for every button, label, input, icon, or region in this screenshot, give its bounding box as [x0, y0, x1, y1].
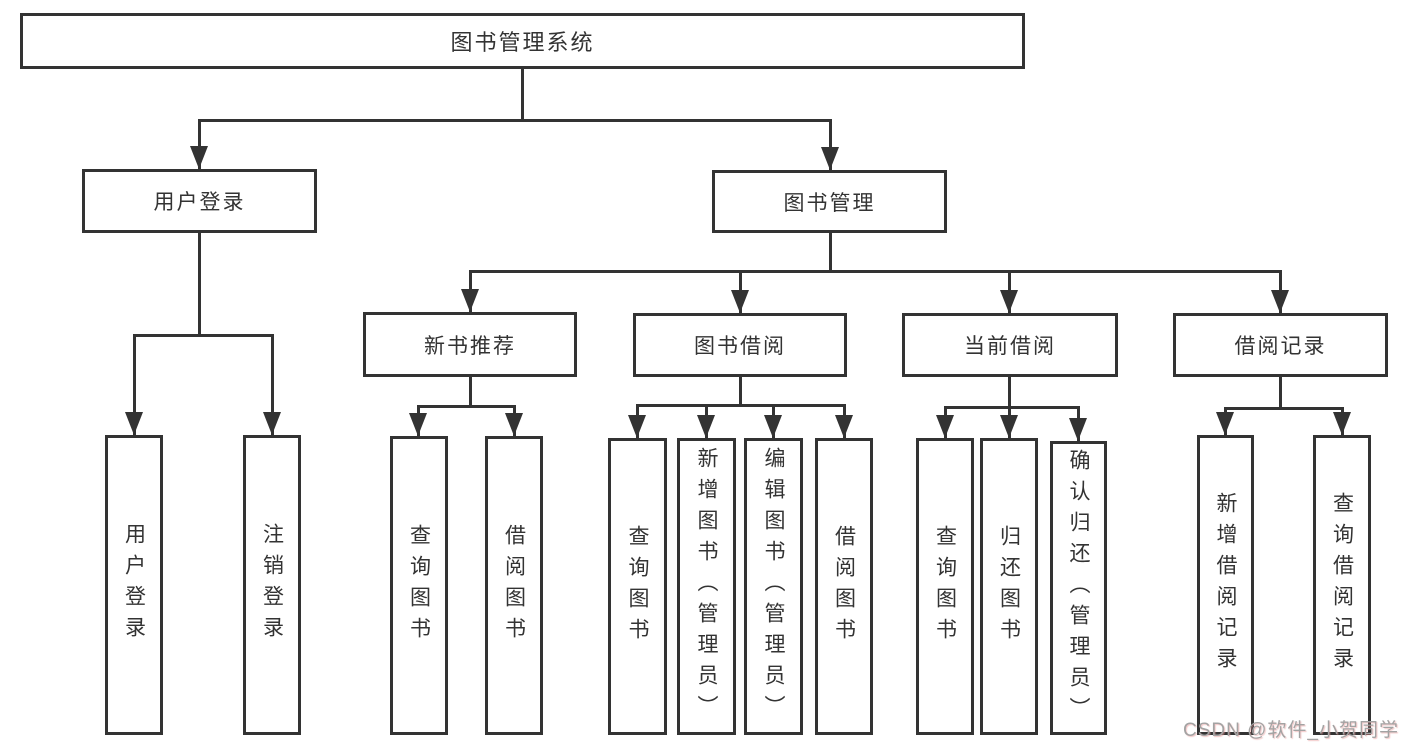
node-label: 图书管理 [783, 191, 876, 215]
arrowhead-down-icon [936, 415, 954, 438]
arrowhead-down-icon [1216, 412, 1234, 435]
arrowhead-down-icon [1000, 415, 1018, 438]
leaf-add-borrow-record: 新增借阅记录 [1197, 435, 1254, 735]
node-label: 归还图书 [997, 524, 1021, 649]
connector-line [469, 377, 472, 406]
arrowhead-down-icon [1000, 290, 1018, 313]
arrowhead-down-icon [821, 147, 839, 170]
connector-line [829, 119, 832, 170]
node-label: 查询图书 [933, 524, 957, 649]
node-label: 查询图书 [407, 523, 431, 648]
node-label: 用户登录 [153, 191, 246, 214]
connector-line [271, 334, 274, 435]
node-label: 新书推荐 [424, 334, 516, 358]
arrowhead-down-icon [125, 412, 143, 435]
arrowhead-down-icon [1333, 412, 1351, 435]
connector-line [521, 69, 524, 120]
arrowhead-down-icon [1271, 290, 1289, 313]
node-label: 当前借阅 [964, 335, 1056, 358]
connector-line [198, 119, 831, 122]
connector-line [1224, 407, 1343, 410]
leaf-query-borrow-record: 查询借阅记录 [1313, 435, 1371, 735]
leaf-confirm-return-admin: 确认归还（管理员） [1050, 441, 1107, 735]
node-label: 注销登录 [260, 523, 284, 647]
node-label: 用户登录 [122, 523, 146, 647]
connector-line [469, 270, 1281, 273]
connector-line [829, 233, 832, 271]
leaf-return-books: 归还图书 [980, 438, 1038, 735]
arrowhead-down-icon [764, 415, 782, 438]
node-label: 借阅图书 [502, 523, 526, 648]
node-current-borrow: 当前借阅 [902, 313, 1118, 377]
leaf-user-login: 用户登录 [105, 435, 163, 735]
leaf-add-books-admin: 新增图书（管理员） [677, 438, 736, 735]
connector-line [739, 377, 742, 405]
arrowhead-down-icon [731, 290, 749, 313]
connector-line [636, 404, 845, 407]
node-label: 查询借阅记录 [1330, 492, 1354, 678]
node-label: 查询图书 [626, 524, 650, 649]
leaf-query-books-cb: 查询图书 [916, 438, 974, 735]
node-label: 新增借阅记录 [1214, 492, 1238, 678]
node-book-borrow: 图书借阅 [633, 313, 847, 377]
arrowhead-down-icon [461, 289, 479, 312]
node-label: 借阅记录 [1234, 335, 1327, 358]
connector-line [198, 233, 201, 335]
arrowhead-down-icon [263, 412, 281, 435]
node-label: 确认归还（管理员） [1067, 448, 1091, 728]
node-book-management: 图书管理 [712, 170, 947, 233]
node-label: 新增图书（管理员） [695, 447, 719, 726]
connector-line [1008, 377, 1011, 407]
connector-line [198, 119, 201, 169]
leaf-edit-books-admin: 编辑图书（管理员） [744, 438, 803, 735]
node-user-login: 用户登录 [82, 169, 317, 233]
connector-line [944, 406, 1079, 409]
arrowhead-down-icon [190, 146, 208, 169]
csdn-watermark: CSDN @软件_小贺同学 [1183, 720, 1399, 741]
leaf-borrow-books-bb: 借阅图书 [815, 438, 873, 735]
node-borrow-records: 借阅记录 [1173, 313, 1388, 377]
connector-line [133, 334, 273, 337]
arrowhead-down-icon [1069, 418, 1087, 441]
leaf-query-books-bb: 查询图书 [608, 438, 667, 735]
arrowhead-down-icon [409, 413, 427, 436]
arrowhead-down-icon [697, 415, 715, 438]
connector-line [1279, 377, 1282, 408]
connector-line [417, 405, 515, 408]
arrowhead-down-icon [835, 415, 853, 438]
leaf-logout: 注销登录 [243, 435, 301, 735]
leaf-query-books-nb: 查询图书 [390, 436, 448, 735]
node-new-book-recommend: 新书推荐 [363, 312, 577, 377]
node-label: 借阅图书 [832, 524, 856, 649]
node-system-root: 图书管理系统 [20, 13, 1025, 69]
arrowhead-down-icon [628, 415, 646, 438]
node-label: 编辑图书（管理员） [762, 447, 786, 726]
leaf-borrow-books-nb: 借阅图书 [485, 436, 543, 735]
node-label: 图书借阅 [694, 335, 786, 358]
arrowhead-down-icon [505, 413, 523, 436]
connector-line [133, 334, 136, 435]
node-label: 图书管理系统 [450, 30, 595, 55]
